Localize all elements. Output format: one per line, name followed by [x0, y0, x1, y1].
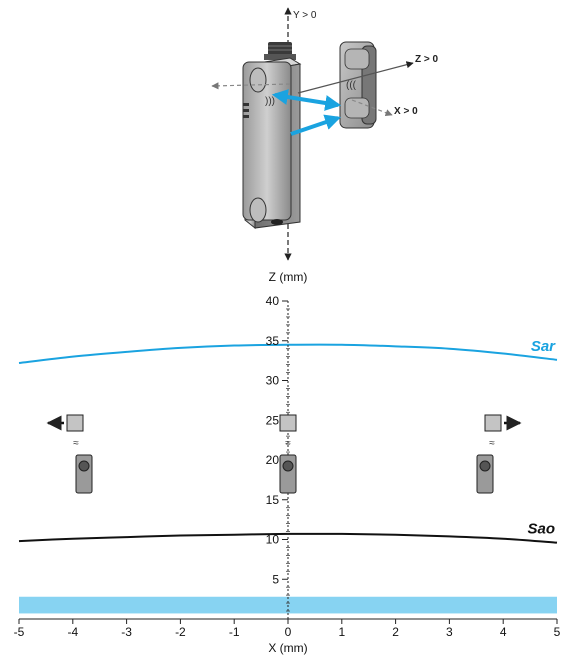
z-tick-label: 15 [266, 493, 280, 507]
actuator-left: ≈ [46, 414, 84, 449]
curve-sar [18, 343, 558, 365]
rfid-wave-icon: ))) [265, 96, 275, 107]
z-axis-title: Z (mm) [269, 270, 308, 284]
z-tick-label: 25 [266, 413, 280, 427]
x-tick-label: 5 [554, 625, 561, 639]
z-tick-label: 10 [266, 533, 280, 547]
iso-x-axis-back [211, 82, 291, 90]
x-tick-label: 2 [392, 625, 399, 639]
curve-label-sar: Sar [531, 338, 556, 355]
iso-x-axis-label: X > 0 [394, 106, 418, 117]
z-tick-label: 40 [266, 294, 280, 308]
x-tick-label: 0 [285, 625, 292, 639]
z-tick-label: 35 [266, 334, 280, 348]
x-tick-label: -5 [14, 625, 25, 639]
x-tick-label: -2 [175, 625, 186, 639]
z-tick-label: 20 [266, 453, 280, 467]
actuator-right: ≈ [484, 414, 522, 449]
x-tick-label: -1 [229, 625, 240, 639]
z-tick-label: 30 [266, 374, 280, 388]
z-tick-label: 5 [272, 572, 279, 586]
sensor-left [75, 454, 93, 494]
actuator-wave-icon: ((( [346, 80, 357, 91]
actuator-body: ((( [339, 41, 377, 129]
sensor-right [476, 454, 494, 494]
detection-arrow-upper [271, 89, 342, 111]
sensor-connector [264, 42, 296, 60]
x-tick-label: -4 [67, 625, 78, 639]
sensor-center [279, 454, 297, 494]
actuator-center: ≈ [279, 414, 297, 449]
x-tick-label: 4 [500, 625, 507, 639]
iso-y-axis-label: Y > 0 [293, 10, 317, 21]
detection-arrow-lower [290, 114, 342, 136]
isometric-illustration: Y > 0 ))) [211, 7, 439, 261]
iso-x-axis [351, 99, 393, 117]
iso-z-axis [297, 61, 414, 94]
wave-icon-center: ≈ [285, 438, 291, 449]
x-tick-label: 1 [338, 625, 345, 639]
x-axis-title: X (mm) [268, 641, 307, 655]
iso-z-axis-label: Z > 0 [415, 54, 439, 65]
wave-icon-right: ≈ [489, 438, 495, 449]
curve-label-sao: Sao [527, 521, 555, 538]
main-sensor-body: ))) [242, 57, 302, 230]
mounting-hole-bottom-icon [249, 197, 267, 223]
x-tick-label: 3 [446, 625, 453, 639]
x-tick-label: -3 [121, 625, 132, 639]
mounting-hole-top-icon [249, 67, 267, 93]
wave-icon-left: ≈ [73, 438, 79, 449]
